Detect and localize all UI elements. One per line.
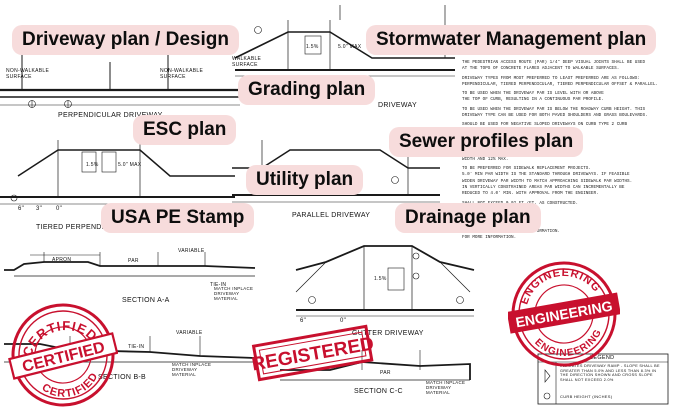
dim-0-label: 0" xyxy=(56,206,63,212)
variable-label-b: VARIABLE xyxy=(176,330,203,336)
non-walkable-label-2: NON-WALKABLE SURFACE xyxy=(160,68,204,80)
note-line: FOR MORE INFORMATION. xyxy=(462,235,517,241)
apron-label: APRON xyxy=(52,257,72,263)
note-line: WIDEN DRIVEWAY PAR WIDTH TO MATCH APPROA… xyxy=(462,178,633,184)
section-c-caption: SECTION C-C xyxy=(354,388,403,395)
slope-label-tiered: 1.5% xyxy=(86,162,99,168)
slope-label: 1.5% xyxy=(306,44,319,50)
walkable-label: WALKABLE SURFACE xyxy=(232,56,262,68)
par-label-c: PAR xyxy=(380,370,391,376)
section-a-detail xyxy=(4,252,256,277)
tiered-caption: TIERED PERPENDICULAR xyxy=(36,224,130,231)
driveway-plan-label: Driveway plan / Design xyxy=(12,25,239,55)
legend-title: LEGEND xyxy=(590,355,615,361)
note-line: SHOULD BE USED FOR NEGATIVE SLOPED DRIVE… xyxy=(462,122,628,128)
legend-curb-height: CURB HEIGHT (INCHES) xyxy=(560,394,613,399)
section-b-caption: SECTION B-B xyxy=(98,374,147,381)
par-label: PAR xyxy=(128,258,139,264)
note-line: DRIVEWAY TYPE CAN BE USED FOR BOTH PAVED… xyxy=(462,113,648,119)
perpendicular-driveway-detail xyxy=(0,55,240,108)
gutter-caption: GUTTER DRIVEWAY xyxy=(352,330,424,337)
slope-max-label-tiered: 5.0" MAX xyxy=(118,162,142,168)
note-line: PERPENDICULAR, TIERED PERPENDICULAR, TIE… xyxy=(462,81,658,87)
note-line: TO BE USED WHEN THE DRIVEWAY PAR IS LEVE… xyxy=(462,91,604,97)
note-line: AT THE TOPS OF CONCRETE FLARES ADJACENT … xyxy=(462,66,620,72)
usa-pe-stamp-label: USA PE Stamp xyxy=(101,203,255,233)
dim-3-label: 3" xyxy=(36,206,43,212)
match-note-c: MATCH INPLACE DRIVEWAY MATERIAL xyxy=(426,380,466,395)
utility-plan-label: Utility plan xyxy=(246,165,364,195)
tiered-driveway-detail xyxy=(0,140,235,205)
slope-label-gutter: 1.5% xyxy=(374,276,387,282)
svg-text:CERTIFIED: CERTIFIED xyxy=(38,368,105,406)
variable-label: VARIABLE xyxy=(178,248,205,254)
note-line: TO BE USED WHEN THE DRIVEWAY PAR IS BELO… xyxy=(462,106,646,112)
certified-arc-text-bottom: CERTIFIED xyxy=(38,368,105,406)
dim-6-label: 6" xyxy=(18,206,25,212)
grading-plan-label: Grading plan xyxy=(238,75,376,105)
note-line: IN VERTICALLY CONSTRAINED AREAS PAR WIDT… xyxy=(462,185,625,191)
legend-box xyxy=(537,353,669,405)
note-line: THE TOP OF CURB, RESULTING IN A CONTINUO… xyxy=(462,97,604,103)
match-note-b: MATCH INPLACE DRIVEWAY MATERIAL xyxy=(172,362,212,377)
gutter-dim-0-label: 0" xyxy=(340,318,347,324)
gutter-driveway-detail xyxy=(295,245,475,317)
perpendicular-caption: PERPENDICULAR DRIVEWAY xyxy=(58,112,163,119)
registered-stamp: REGISTERED xyxy=(250,324,376,382)
note-line: DRIVEWAY TYPES FROM MOST PREFERRED TO LE… xyxy=(462,75,640,81)
slope-max-label: 5.0" MAX xyxy=(338,44,362,50)
gutter-dim-6-label: 6" xyxy=(300,318,307,324)
non-walkable-label: NON-WALKABLE SURFACE xyxy=(6,68,50,80)
esc-plan-label: ESC plan xyxy=(133,115,237,145)
engineering-stamp: ENGINEERING ENGINEERING ENGINEERING xyxy=(508,260,620,367)
parallel-caption: PARALLEL DRIVEWAY xyxy=(292,212,371,219)
note-line: THE PEDESTRIAN ACCESS ROUTE (PAR) 1/4" D… xyxy=(462,60,646,65)
certified-stamp: CERTIFIED CERTIFIED CERTIFIED xyxy=(8,303,118,407)
driveway-top-caption: DRIVEWAY xyxy=(378,102,417,109)
note-line: TO BE PREFERRED FOR SIDEWALK REPLACEMENT… xyxy=(462,166,591,172)
legend-ramp-note: INDICATES DRIVEWAY RAMP - SLOPE SHALL BE… xyxy=(560,364,660,382)
sewer-profiles-plan-label: Sewer profiles plan xyxy=(389,127,584,157)
note-line: REDUCED TO 4.0' MIN. WITH APPROVAL FROM … xyxy=(462,191,599,197)
drainage-plan-label: Drainage plan xyxy=(395,203,541,233)
match-note: MATCH INPLACE DRIVEWAY MATERIAL xyxy=(214,286,254,301)
note-line: WIDTH AND 12% MAX. xyxy=(462,156,509,162)
tie-in-label: TIE-IN xyxy=(210,282,227,288)
stormwater-plan-label: Stormwater Management plan xyxy=(366,25,657,55)
note-line: 5.0' MIN PAR WIDTH IS THE STANDARD THROU… xyxy=(462,172,630,178)
section-a-caption: SECTION A-A xyxy=(122,297,170,304)
tie-in-label-b: TIE-IN xyxy=(128,344,145,350)
